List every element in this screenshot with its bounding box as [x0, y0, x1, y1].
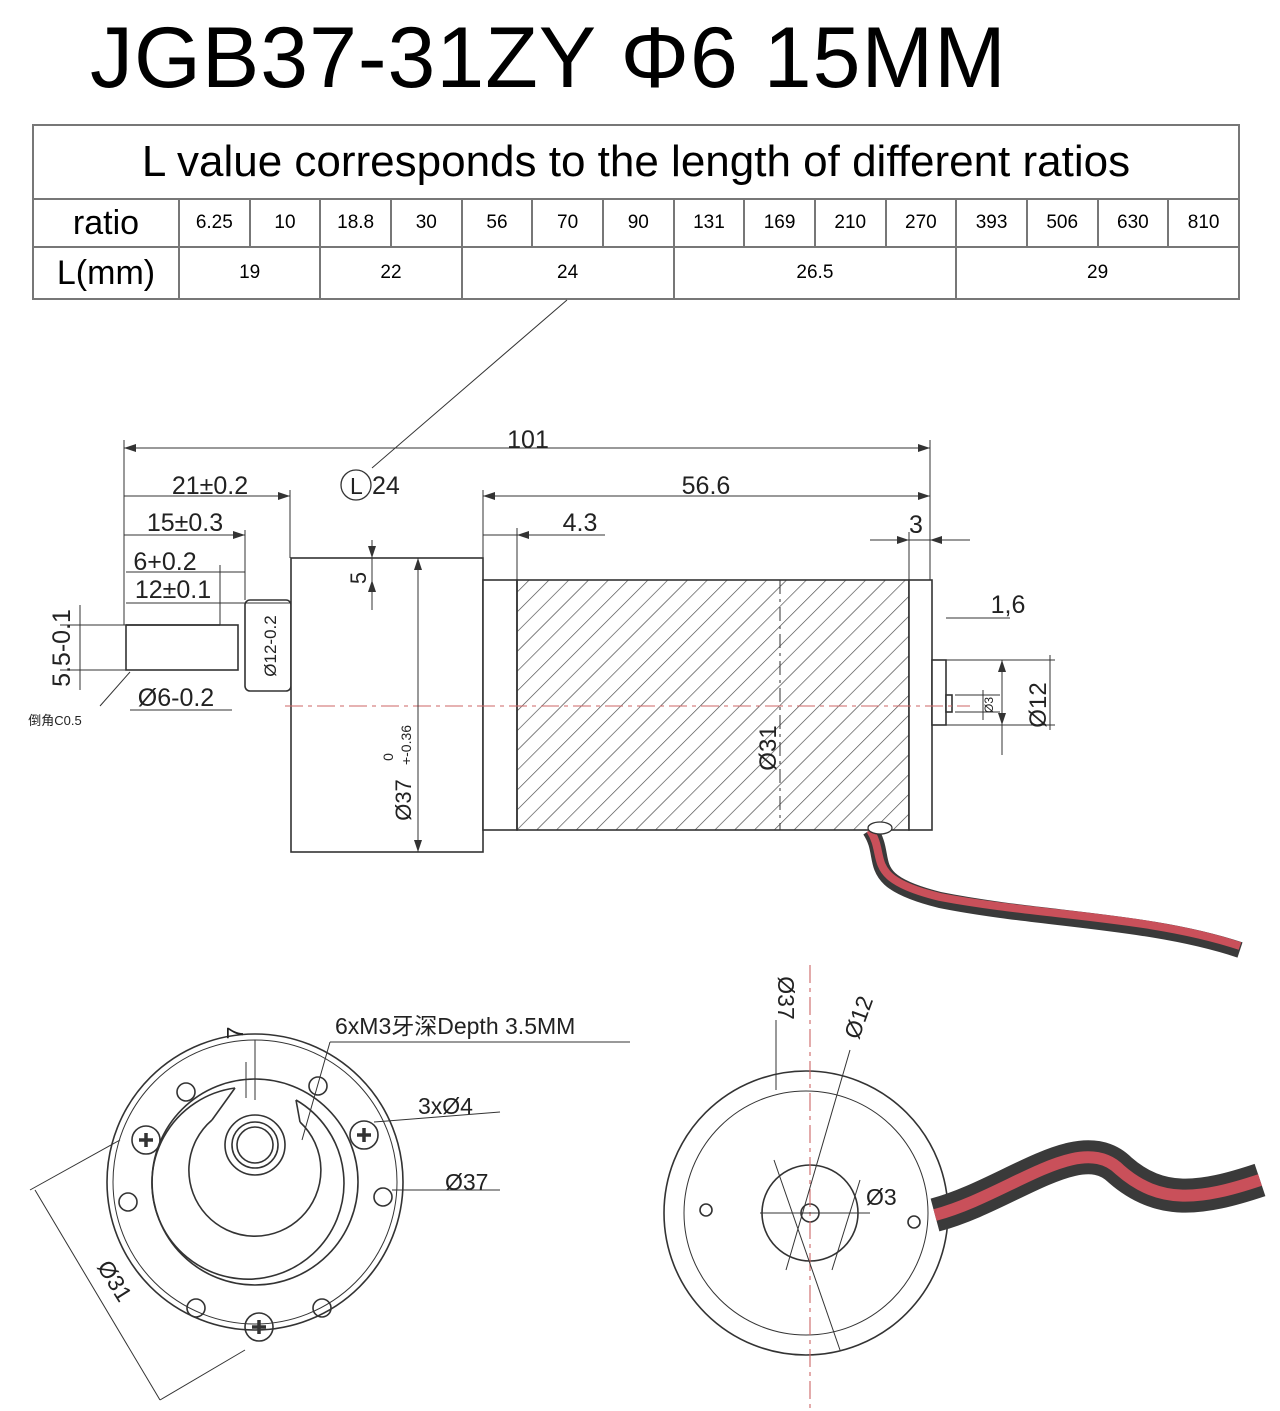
dim-overall: 101 [507, 426, 549, 454]
rear-wire-red [933, 1151, 1262, 1221]
table-caption-row: L value corresponds to the length of dif… [31, 124, 1241, 200]
dim-l-value: 24 [372, 472, 400, 500]
rear-shaft [945, 694, 953, 713]
ratio-length-table: L value corresponds to the length of dif… [31, 124, 1241, 300]
rear-boss [931, 659, 947, 726]
ratio-cell: 30 [389, 198, 463, 248]
length-cell: 26.5 [672, 246, 958, 300]
ratio-cell: 630 [1096, 198, 1170, 248]
dim-gearbox-dia: Ø37 [391, 779, 416, 821]
front-seven: 7 [222, 1027, 248, 1040]
front-outer-circle [106, 1033, 404, 1331]
ratio-cell: 10 [248, 198, 322, 248]
length-label: L(mm) [32, 246, 180, 300]
ratio-cell: 18.8 [319, 198, 392, 248]
dim-shaft-dia: Ø6-0.2 [138, 684, 214, 712]
ratio-label: ratio [32, 198, 180, 248]
rear-shaft-dia: Ø3 [866, 1184, 897, 1210]
ratio-cell: 506 [1025, 198, 1099, 248]
motor-can [516, 579, 910, 831]
dim-boss-dia: Ø12-0.2 [261, 615, 280, 676]
page-title: JGB37-31ZY Φ6 15MM [90, 10, 1007, 106]
ratio-cell: 70 [531, 198, 604, 248]
ratio-cell: 6.25 [178, 198, 251, 248]
length-cell: 19 [177, 246, 322, 300]
ratio-cell: 393 [955, 198, 1028, 248]
ratio-cell: 56 [460, 198, 534, 248]
dim-chamfer: 倒角C0.5 [28, 713, 81, 728]
ratio-cell: 169 [743, 198, 816, 248]
ratio-cell: 810 [1167, 198, 1241, 248]
front-slot [151, 1087, 345, 1280]
front-tap-note: 6xM3牙深Depth 3.5MM [335, 1013, 575, 1039]
ratio-cell: 210 [813, 198, 887, 248]
rear-wire-black [930, 1140, 1266, 1232]
length-cell: 24 [460, 246, 675, 300]
table-caption: L value corresponds to the length of dif… [31, 124, 1241, 200]
front-holes: 3xØ4 [418, 1093, 473, 1119]
dim-motor: 56.6 [682, 472, 731, 500]
gearbox-body [290, 557, 484, 853]
dim-rear-shaft: Ø3 [982, 697, 996, 713]
ratio-cell: 90 [601, 198, 675, 248]
l-marker-circle [340, 469, 372, 501]
dim-gap: 4.3 [563, 509, 598, 537]
dim-flat: 6+0.2 [133, 548, 196, 576]
dim-end-cap: 3 [909, 511, 923, 539]
front-view [29, 1033, 630, 1401]
ratio-cell: 131 [672, 198, 746, 248]
side-view-labels: 101 21±0.2 L 24 56.6 15±0.3 4.3 3 6+0.2 … [28, 426, 1052, 821]
length-cell: 29 [955, 246, 1241, 300]
rear-boss-dia: Ø12 [839, 992, 878, 1042]
dim-l-marker: L [350, 473, 363, 499]
motor-collar [482, 579, 518, 831]
dim-shaft-length: 15±0.3 [147, 509, 223, 537]
output-shaft [125, 624, 239, 671]
rear-outer-dia: Ø37 [773, 976, 799, 1019]
dim-gearbox-tol-lower: +-0.36 [398, 725, 414, 765]
dim-motor-dia: Ø31 [755, 725, 782, 770]
rear-view [663, 965, 1266, 1408]
front-mount-holes [118, 1076, 393, 1318]
dim-boss-length: 12±0.1 [135, 576, 211, 604]
front-outer-dia: Ø37 [445, 1169, 488, 1195]
dim-rear-dia: Ø12 [1025, 682, 1052, 727]
length-cell: 22 [319, 246, 463, 300]
dim-rear-boss: 1,6 [991, 591, 1026, 619]
dim-flat-height: 5.5-0.1 [48, 609, 76, 687]
dim-gearbox: 21±0.2 [172, 472, 248, 500]
side-view [60, 299, 1243, 958]
end-cap [908, 579, 933, 831]
front-boss [224, 1114, 286, 1176]
wire-red [866, 827, 1242, 950]
ratio-cell: 270 [884, 198, 958, 248]
l-leader-line [371, 299, 568, 469]
front-screws [131, 1120, 379, 1342]
dim-step: 5 [346, 572, 371, 584]
front-view-labels: 6xM3牙深Depth 3.5MM 7 3xØ4 Ø37 Ø31 [92, 1013, 575, 1306]
dim-gearbox-tol-upper: 0 [380, 753, 396, 761]
